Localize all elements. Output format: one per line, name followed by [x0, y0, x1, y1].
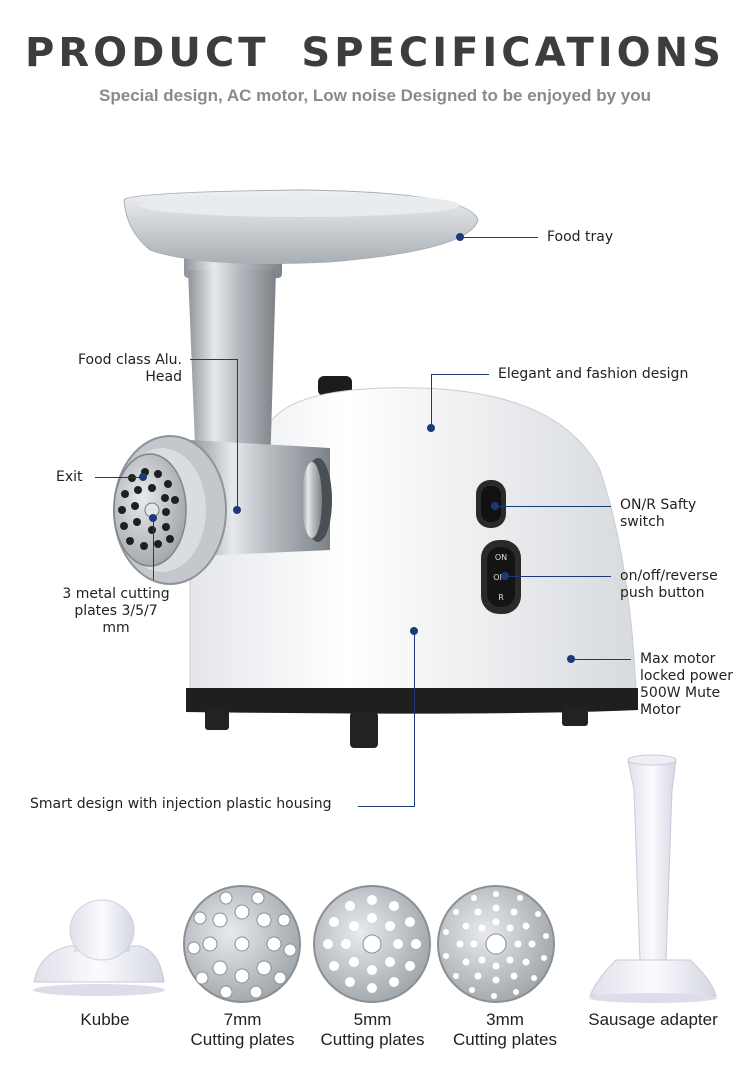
accessory-3mm-caption: 3mm Cutting plates — [440, 1010, 570, 1050]
switch-label-on: ON — [495, 553, 507, 562]
elegant-line-h — [431, 374, 489, 375]
sausage-adapter — [589, 754, 717, 1003]
accessory-name: Cutting plates — [320, 1030, 425, 1049]
head-line-v — [237, 359, 238, 511]
push-button-label: on/off/reverse push button — [620, 568, 718, 601]
cutting-plates-dot — [149, 514, 157, 522]
accessory-7mm-caption: 7mm Cutting plates — [180, 1010, 305, 1050]
food-tray-label: Food tray — [547, 229, 614, 245]
housing-label: Smart design with injection plastic hous… — [30, 796, 332, 812]
cutting-plates-label: 3 metal cutting plates 3/5/7 mm — [62, 586, 170, 636]
accessory-name: Sausage adapter — [588, 1010, 718, 1029]
switch-label-r: R — [498, 593, 504, 602]
motor-line — [573, 659, 631, 660]
motor-dot — [567, 655, 575, 663]
exit-label: Exit — [56, 469, 83, 485]
plate-7mm — [183, 885, 301, 1003]
accessory-kubbe-caption: Kubbe — [45, 1010, 165, 1030]
accessory-name: Kubbe — [80, 1010, 130, 1029]
page-subtitle: Special design, AC motor, Low noise Desi… — [99, 86, 651, 105]
housing-line-v — [414, 631, 415, 806]
accessory-name: Cutting plates — [190, 1030, 295, 1049]
accessory-size: 3mm — [486, 1010, 524, 1029]
front-cutting-plate — [113, 453, 187, 567]
food-tray-line — [460, 237, 538, 238]
plate-5mm — [313, 885, 431, 1003]
accessory-size: 5mm — [353, 1010, 392, 1029]
on-r-label: ON/R Safty switch — [620, 497, 697, 530]
elegant-dot — [427, 424, 435, 432]
accessory-5mm-caption: 5mm Cutting plates — [310, 1010, 435, 1050]
exit-dot — [139, 473, 147, 481]
accessory-sausage-caption: Sausage adapter — [578, 1010, 728, 1030]
cutting-plates-line — [153, 520, 154, 580]
push-button-line — [505, 576, 611, 577]
food-tray — [123, 189, 479, 264]
on-r-line — [495, 506, 611, 507]
push-button-dot — [501, 572, 509, 580]
on-r-dot — [491, 502, 499, 510]
head-line-h — [190, 359, 237, 360]
elegant-line-v — [431, 374, 432, 428]
page-title: PRODUCT SPECIFICATIONS — [25, 30, 725, 76]
motor-label: Max motor locked power 500W Mute Motor — [640, 651, 733, 718]
accessory-name: Cutting plates — [453, 1030, 557, 1049]
kubbe-attachment — [33, 899, 165, 996]
head-dot — [233, 506, 241, 514]
accessory-size: 7mm — [223, 1010, 262, 1029]
exit-line — [95, 477, 143, 478]
elegant-label: Elegant and fashion design — [498, 366, 689, 382]
head-label: Food class Alu. Head — [77, 352, 182, 385]
housing-line-h — [358, 806, 415, 807]
plate-3mm — [437, 885, 555, 1003]
